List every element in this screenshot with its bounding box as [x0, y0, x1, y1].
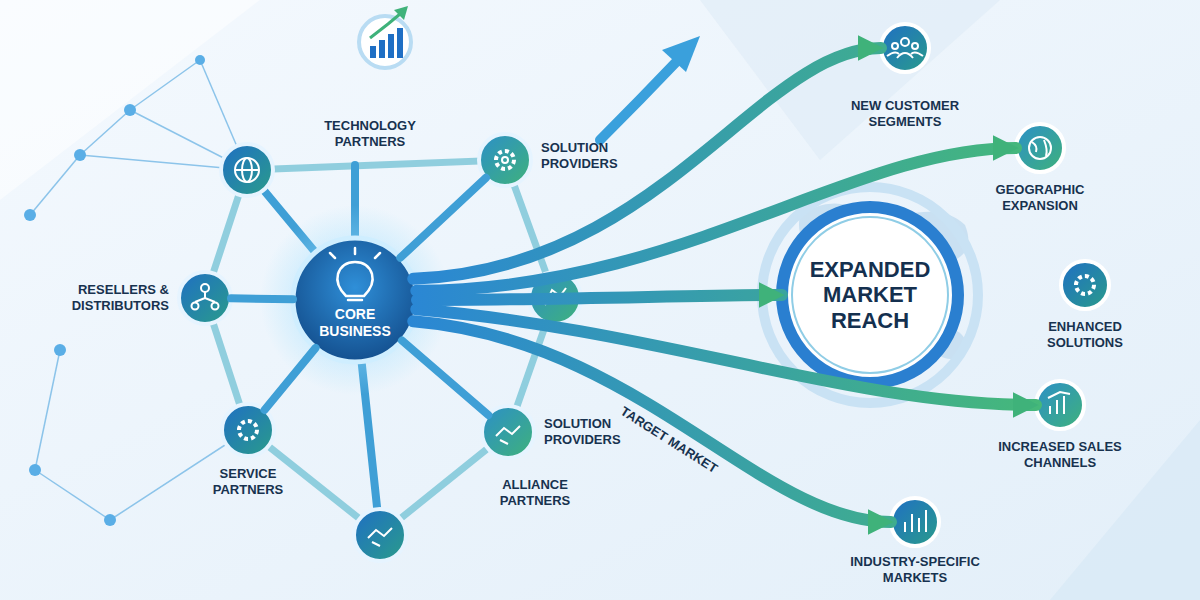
technology-node: TECHNOLOGY PARTNERS: [359, 16, 411, 68]
outcome-node: INDUSTRY-SPECIFIC MARKETS: [891, 498, 939, 546]
node-label: INDUSTRY-SPECIFIC MARKETS: [850, 554, 980, 585]
spoke-line: [231, 294, 293, 303]
node-label: RESELLERS & DISTRIBUTORS: [49, 282, 169, 313]
flow-arrow: [413, 321, 891, 522]
outcome-node: NEW CUSTOMER SEGMENTS: [881, 24, 929, 72]
partner-node: SERVICE PARTNERS: [222, 404, 274, 456]
flow-arrow: [417, 295, 782, 300]
node-label: ALLIANCE PARTNERS: [475, 477, 595, 508]
outcome-node: ENHANCED SOLUTIONS: [1061, 261, 1109, 309]
flow-arrow: [416, 309, 1036, 405]
partner-node: SOLUTION PROVIDERSALLIANCE PARTNERS: [482, 406, 534, 458]
node-label: GEOGRAPHIC EXPANSION: [980, 182, 1100, 213]
core-node: CORE BUSINESS: [293, 238, 417, 362]
node-label: TECHNOLOGY PARTNERS: [305, 118, 435, 149]
outcome-node: GEOGRAPHIC EXPANSION: [1016, 124, 1064, 172]
node-label: INCREASED SALES CHANNELS: [985, 439, 1135, 470]
node-label: NEW CUSTOMER SEGMENTS: [845, 98, 965, 129]
node-label: SERVICE PARTNERS: [193, 466, 303, 497]
partner-node: SOLUTION PROVIDERS: [479, 134, 531, 186]
result-circle: EXPANDED MARKET REACH: [782, 207, 958, 383]
node-title: CORE BUSINESS: [305, 306, 405, 340]
node-label: ENHANCED SOLUTIONS: [1030, 319, 1140, 350]
spoke-line: [400, 178, 486, 258]
partner-node: RESELLERS & DISTRIBUTORS: [179, 272, 231, 324]
flow-arrow: [413, 48, 881, 279]
outcome-node: INCREASED SALES CHANNELS: [1036, 381, 1084, 429]
spoke-line: [402, 341, 488, 416]
spoke-line: [265, 348, 316, 410]
node-label: SOLUTION PROVIDERS: [541, 140, 651, 171]
node-title: EXPANDED MARKET REACH: [800, 257, 940, 333]
